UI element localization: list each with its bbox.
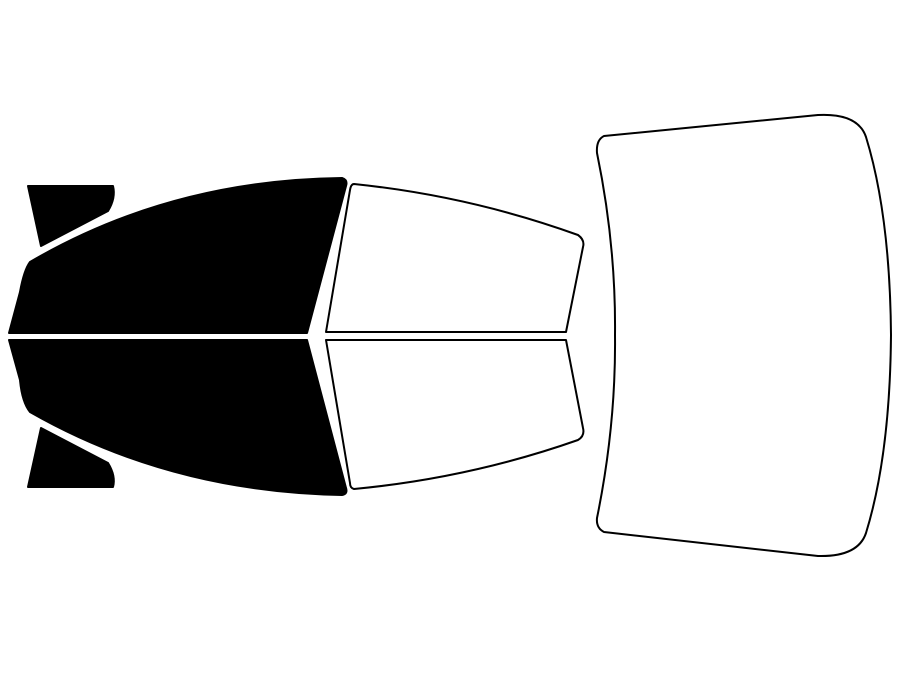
front-quarter-window-lower (27, 427, 115, 488)
rear-door-window-lower (325, 339, 585, 490)
front-door-window-upper (8, 177, 348, 334)
front-door-window-lower (8, 339, 348, 496)
rear-door-window-upper (325, 183, 585, 333)
rear-windshield (595, 113, 892, 558)
front-quarter-window-upper (27, 185, 115, 247)
